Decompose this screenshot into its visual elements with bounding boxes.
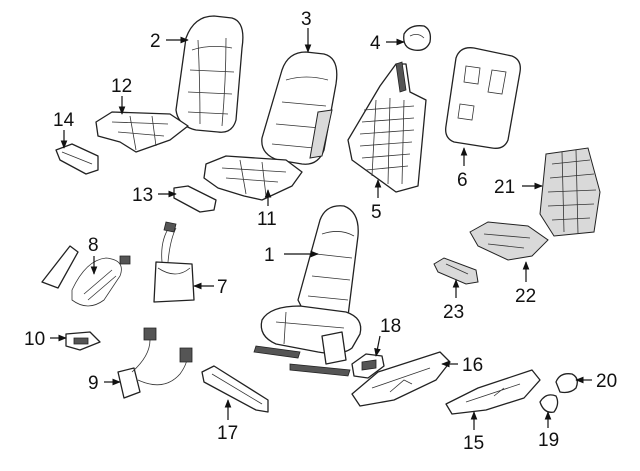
part-23-sensor-mat bbox=[433, 257, 479, 285]
callout-10: 10 bbox=[24, 329, 45, 350]
part-2-backrest-cover bbox=[175, 15, 244, 133]
callout-17: 17 bbox=[217, 423, 238, 444]
callout-1: 1 bbox=[264, 245, 275, 266]
part-6-rear-panel bbox=[445, 47, 521, 149]
part-8-side-panel-wiring bbox=[41, 245, 131, 307]
part-18-switch-housing bbox=[351, 353, 385, 379]
part-22-seat-heating-pad bbox=[469, 221, 549, 261]
callout-8: 8 bbox=[88, 235, 99, 256]
part-11-seat-cushion bbox=[203, 155, 303, 201]
callout-14: 14 bbox=[53, 110, 75, 131]
part-5-backrest-frame bbox=[347, 61, 427, 193]
part-13-trim-strip bbox=[173, 185, 217, 213]
callout-23: 23 bbox=[443, 302, 464, 323]
callout-3: 3 bbox=[301, 9, 312, 30]
callout-19: 19 bbox=[538, 430, 559, 451]
callout-12: 12 bbox=[111, 76, 132, 97]
part-21-heating-pad bbox=[539, 147, 601, 237]
callout-2: 2 bbox=[150, 31, 161, 52]
part-16-outer-trim bbox=[351, 351, 451, 407]
callout-9: 9 bbox=[88, 373, 99, 394]
callout-5: 5 bbox=[371, 202, 382, 223]
callout-21: 21 bbox=[494, 177, 515, 198]
callout-18: 18 bbox=[380, 316, 401, 337]
callout-16: 16 bbox=[462, 355, 483, 376]
callout-4: 4 bbox=[370, 33, 381, 54]
callout-15: 15 bbox=[463, 433, 484, 454]
part-9-wiring-harness bbox=[117, 327, 193, 399]
part-14-bolster-piece bbox=[55, 143, 99, 175]
part-3-backrest-cover bbox=[261, 51, 338, 165]
leader-18 bbox=[374, 335, 381, 357]
callout-13: 13 bbox=[132, 185, 153, 206]
part-12-cushion-cover bbox=[95, 111, 189, 153]
callout-20: 20 bbox=[596, 371, 617, 392]
callout-7: 7 bbox=[217, 277, 228, 298]
callout-11: 11 bbox=[257, 209, 277, 230]
part-1-complete-seat bbox=[253, 205, 362, 377]
part-7-lumbar-pad bbox=[153, 221, 195, 303]
part-15-inner-trim bbox=[445, 369, 541, 415]
part-17-trim-bracket bbox=[201, 365, 269, 413]
part-4-headrest-cap bbox=[403, 25, 432, 51]
leader-lines bbox=[50, 28, 592, 430]
callout-6: 6 bbox=[457, 170, 468, 191]
callout-labels: 1 2 3 4 5 6 7 8 9 10 11 12 13 14 15 16 1… bbox=[24, 9, 617, 454]
callout-22: 22 bbox=[515, 286, 536, 307]
part-20-knob bbox=[555, 373, 578, 394]
part-19-cap bbox=[539, 394, 559, 413]
part-10-switch bbox=[65, 331, 101, 351]
